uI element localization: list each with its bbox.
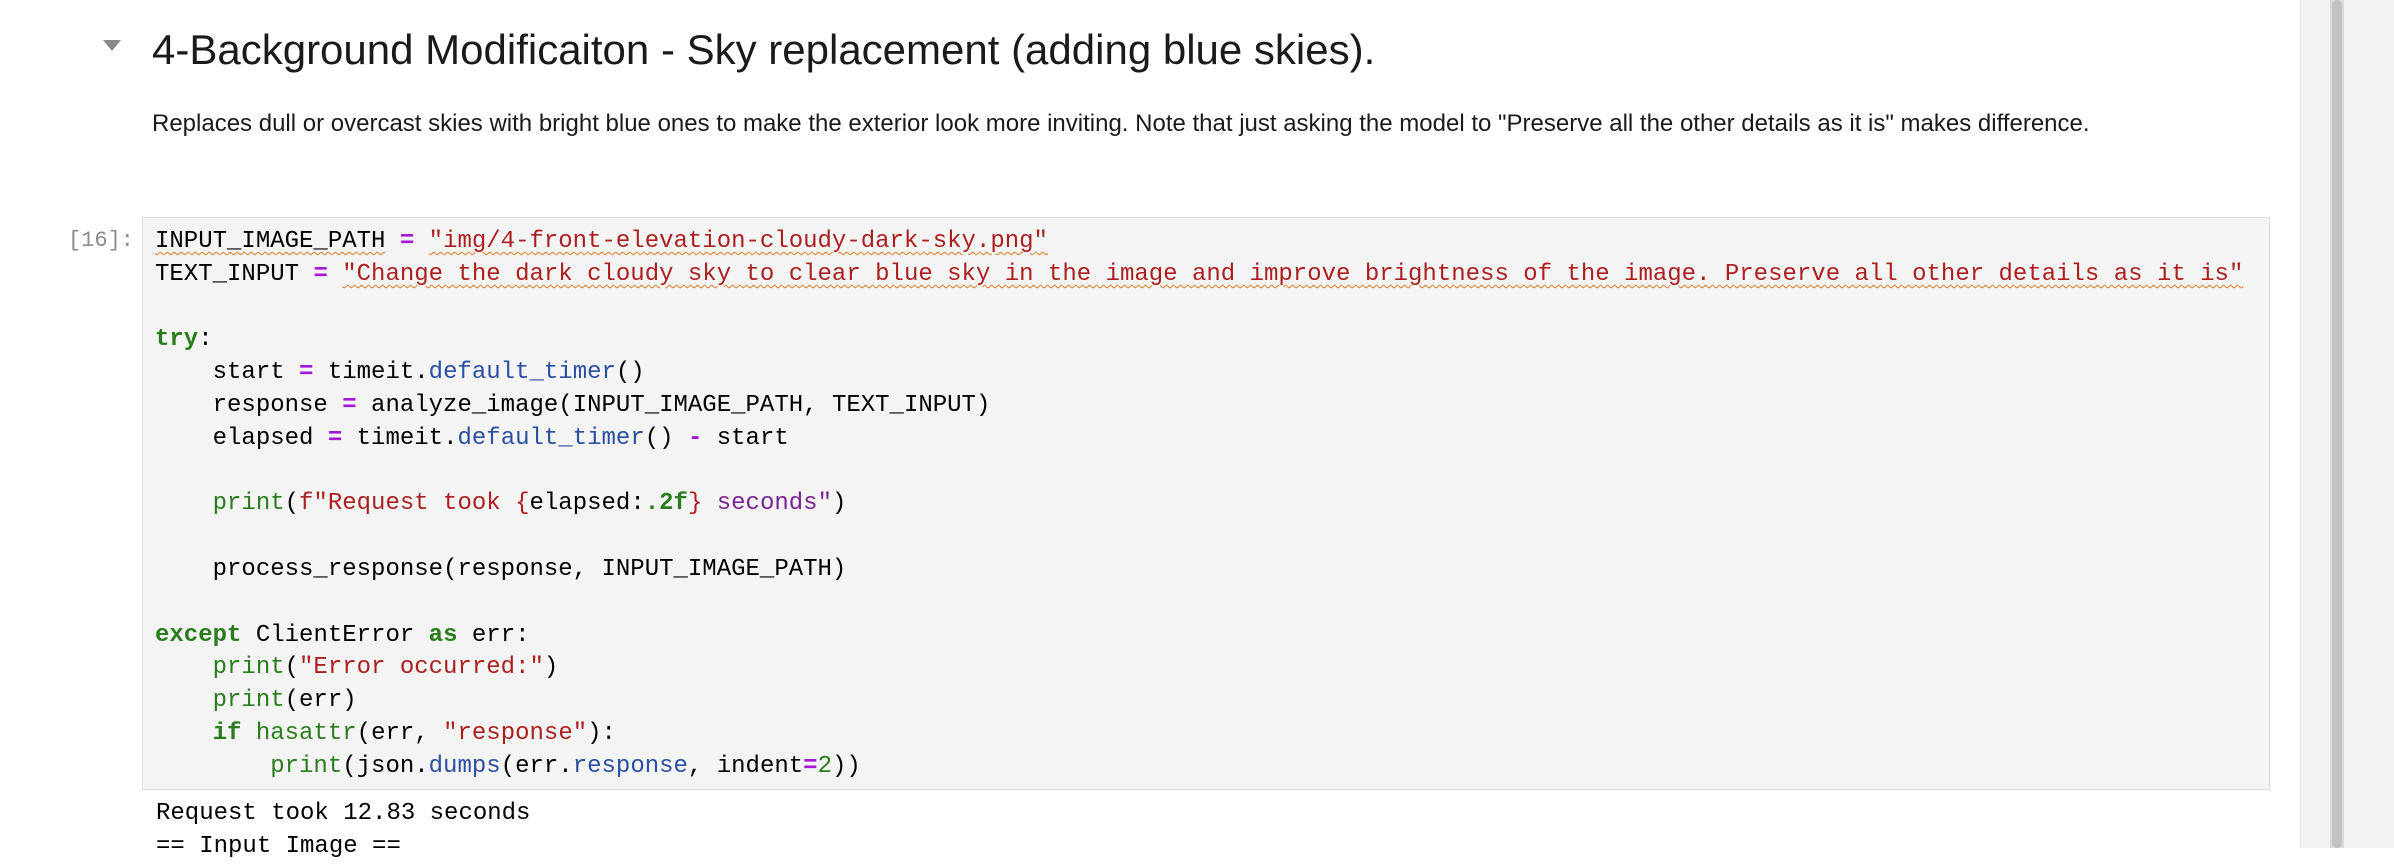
code-line: print(err) [212, 687, 357, 715]
code-content[interactable]: INPUT_IMAGE_PATH = "img/4-front-elevatio… [155, 226, 2243, 784]
code-line: try: [155, 326, 213, 354]
code-line: except ClientError as err: [155, 621, 530, 649]
output-line: Request took 12.83 seconds [156, 800, 531, 827]
code-line: print(json.dumps(err.response, indent=2)… [270, 752, 861, 780]
code-line: print("Error occurred:") [212, 654, 559, 682]
cell-output: Request took 12.83 seconds == Input Imag… [156, 798, 530, 864]
section-heading: 4-Background Modificaiton - Sky replacem… [152, 26, 1376, 73]
collapse-section-icon[interactable] [103, 40, 121, 51]
code-cell-editor[interactable]: INPUT_IMAGE_PATH = "img/4-front-elevatio… [142, 217, 2270, 790]
code-line: elapsed = timeit.default_timer() - start [212, 424, 789, 452]
code-line: INPUT_IMAGE_PATH = "img/4-front-elevatio… [155, 228, 1048, 255]
scrollbar-thumb[interactable] [2332, 0, 2342, 848]
code-line: process_response(response, INPUT_IMAGE_P… [212, 555, 847, 583]
output-line: == Input Image == [156, 832, 401, 860]
code-line: response = analyze_image(INPUT_IMAGE_PAT… [212, 391, 991, 419]
right-gutter [2300, 0, 2394, 848]
code-line: if hasattr(err, "response"): [212, 719, 616, 747]
section-description: Replaces dull or overcast skies with bri… [152, 110, 2090, 137]
code-line: TEXT_INPUT = "Change the dark cloudy sky… [155, 260, 2244, 288]
cell-execution-count: [16]: [67, 228, 134, 253]
code-line: start = timeit.default_timer() [212, 359, 645, 387]
code-line: print(f"Request took {elapsed:.2f} secon… [212, 490, 847, 518]
